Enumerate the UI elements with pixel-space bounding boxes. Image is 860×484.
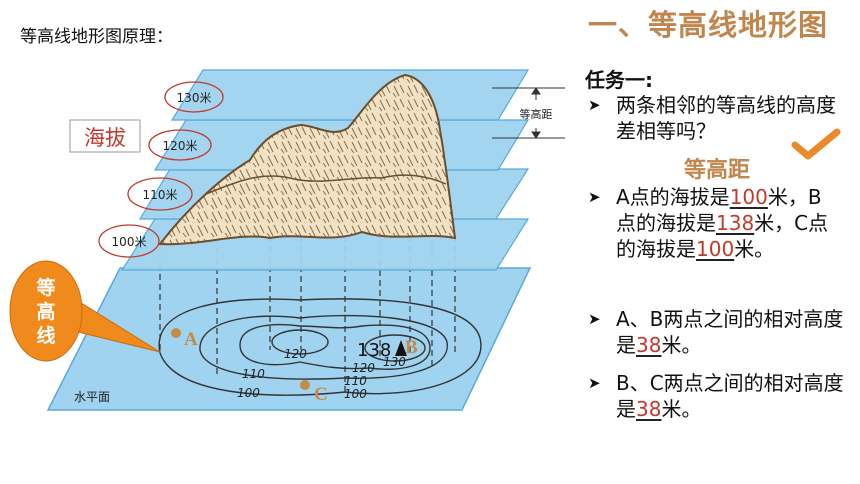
q2-part-2: 米，B点的海拔是 xyxy=(616,185,822,235)
q3-part-1: A、B两点之间的相对高度是 xyxy=(616,307,844,357)
point-c-marker xyxy=(300,380,310,390)
point-c-label: C xyxy=(314,384,328,405)
question-2: ➤ A点的海拔是100米，B点的海拔是138米，C点的海拔是100米。 xyxy=(588,184,856,262)
altitude-label: 海拔 xyxy=(84,126,126,150)
task-title: 任务一: xyxy=(585,68,653,92)
mountain-ridge xyxy=(205,174,447,195)
q2-part-4: 米。 xyxy=(734,237,775,261)
contour-label-100a: 100 xyxy=(237,386,260,400)
question-1: ➤ 两条相邻的等高线的高度差相等吗？ xyxy=(588,92,856,144)
question-1-text: 两条相邻的等高线的高度差相等吗？ xyxy=(616,93,836,143)
callout-char-2: 高 xyxy=(36,300,55,323)
contour-principle-diagram: 等高距 130米 120米 110米 100米 海拔 120 130 110 1… xyxy=(9,69,565,411)
bullet-arrow-icon: ➤ xyxy=(588,188,601,206)
question-4-text: B、C两点之间的相对高度是38米。 xyxy=(616,370,852,422)
answer-b-elevation: 138 xyxy=(716,211,755,235)
contour-label-130: 130 xyxy=(383,355,406,369)
contour-label-120a: 120 xyxy=(284,347,307,361)
label-ring-100 xyxy=(98,224,160,258)
q3-part-2: 米。 xyxy=(661,333,702,357)
callout-char-1: 等 xyxy=(35,276,55,299)
altitude-box xyxy=(69,119,141,153)
point-a-marker xyxy=(171,328,181,338)
plane-label-110: 110米 xyxy=(143,188,178,202)
label-ring-110 xyxy=(127,177,193,211)
left-title: 等高线地形图原理： xyxy=(20,27,173,47)
callout-bubble xyxy=(9,260,83,362)
answer-c-elevation: 100 xyxy=(696,237,735,261)
interval-label: 等高距 xyxy=(520,107,553,121)
contour-lines xyxy=(158,298,482,396)
check-icon xyxy=(791,128,841,160)
answer-bc-relative-height: 38 xyxy=(636,397,662,421)
point-a-label: A xyxy=(184,329,198,350)
label-ring-120 xyxy=(148,129,212,161)
answer-emphasis: 等高距 xyxy=(684,157,751,183)
q2-part-1: A点的海拔是 xyxy=(616,185,730,209)
bullet-arrow-icon: ➤ xyxy=(588,310,601,328)
bullet-arrow-icon: ➤ xyxy=(588,374,601,392)
answer-a-elevation: 100 xyxy=(729,185,768,209)
contour-label-110b: 110 xyxy=(344,374,367,388)
contour-label-110a: 110 xyxy=(242,367,265,381)
base-plane-label: 水平面 xyxy=(74,390,110,404)
interval-bracket xyxy=(492,87,565,139)
mountain xyxy=(158,73,457,246)
point-b-label: B xyxy=(405,337,418,358)
q2-part-3: 米，C点的海拔是 xyxy=(616,211,829,261)
question-3-text: A、B两点之间的相对高度是38米。 xyxy=(616,306,852,358)
q4-part-2: 米。 xyxy=(661,397,702,421)
plane-label-100: 100米 xyxy=(112,235,147,249)
contour-label-120b: 120 xyxy=(352,361,375,375)
peak-marker xyxy=(395,340,407,356)
answer-ab-relative-height: 38 xyxy=(636,333,662,357)
callout-char-3: 线 xyxy=(36,324,55,347)
plane-label-130: 130米 xyxy=(177,91,212,105)
plane-130 xyxy=(170,69,530,121)
bullet-arrow-icon: ➤ xyxy=(588,96,601,114)
question-2-text: A点的海拔是100米，B点的海拔是138米，C点的海拔是100米。 xyxy=(616,184,834,262)
label-ring-130 xyxy=(164,81,224,113)
slide-title: 一、等高线地形图 xyxy=(588,8,829,42)
question-4: ➤ B、C两点之间的相对高度是38米。 xyxy=(588,370,856,422)
question-3: ➤ A、B两点之间的相对高度是38米。 xyxy=(588,306,856,358)
q4-part-1: B、C两点之间的相对高度是 xyxy=(616,371,844,421)
peak-elevation-label: 138 xyxy=(357,340,391,361)
contour-label-100b: 100 xyxy=(344,387,367,401)
plane-label-120: 120米 xyxy=(163,139,198,153)
